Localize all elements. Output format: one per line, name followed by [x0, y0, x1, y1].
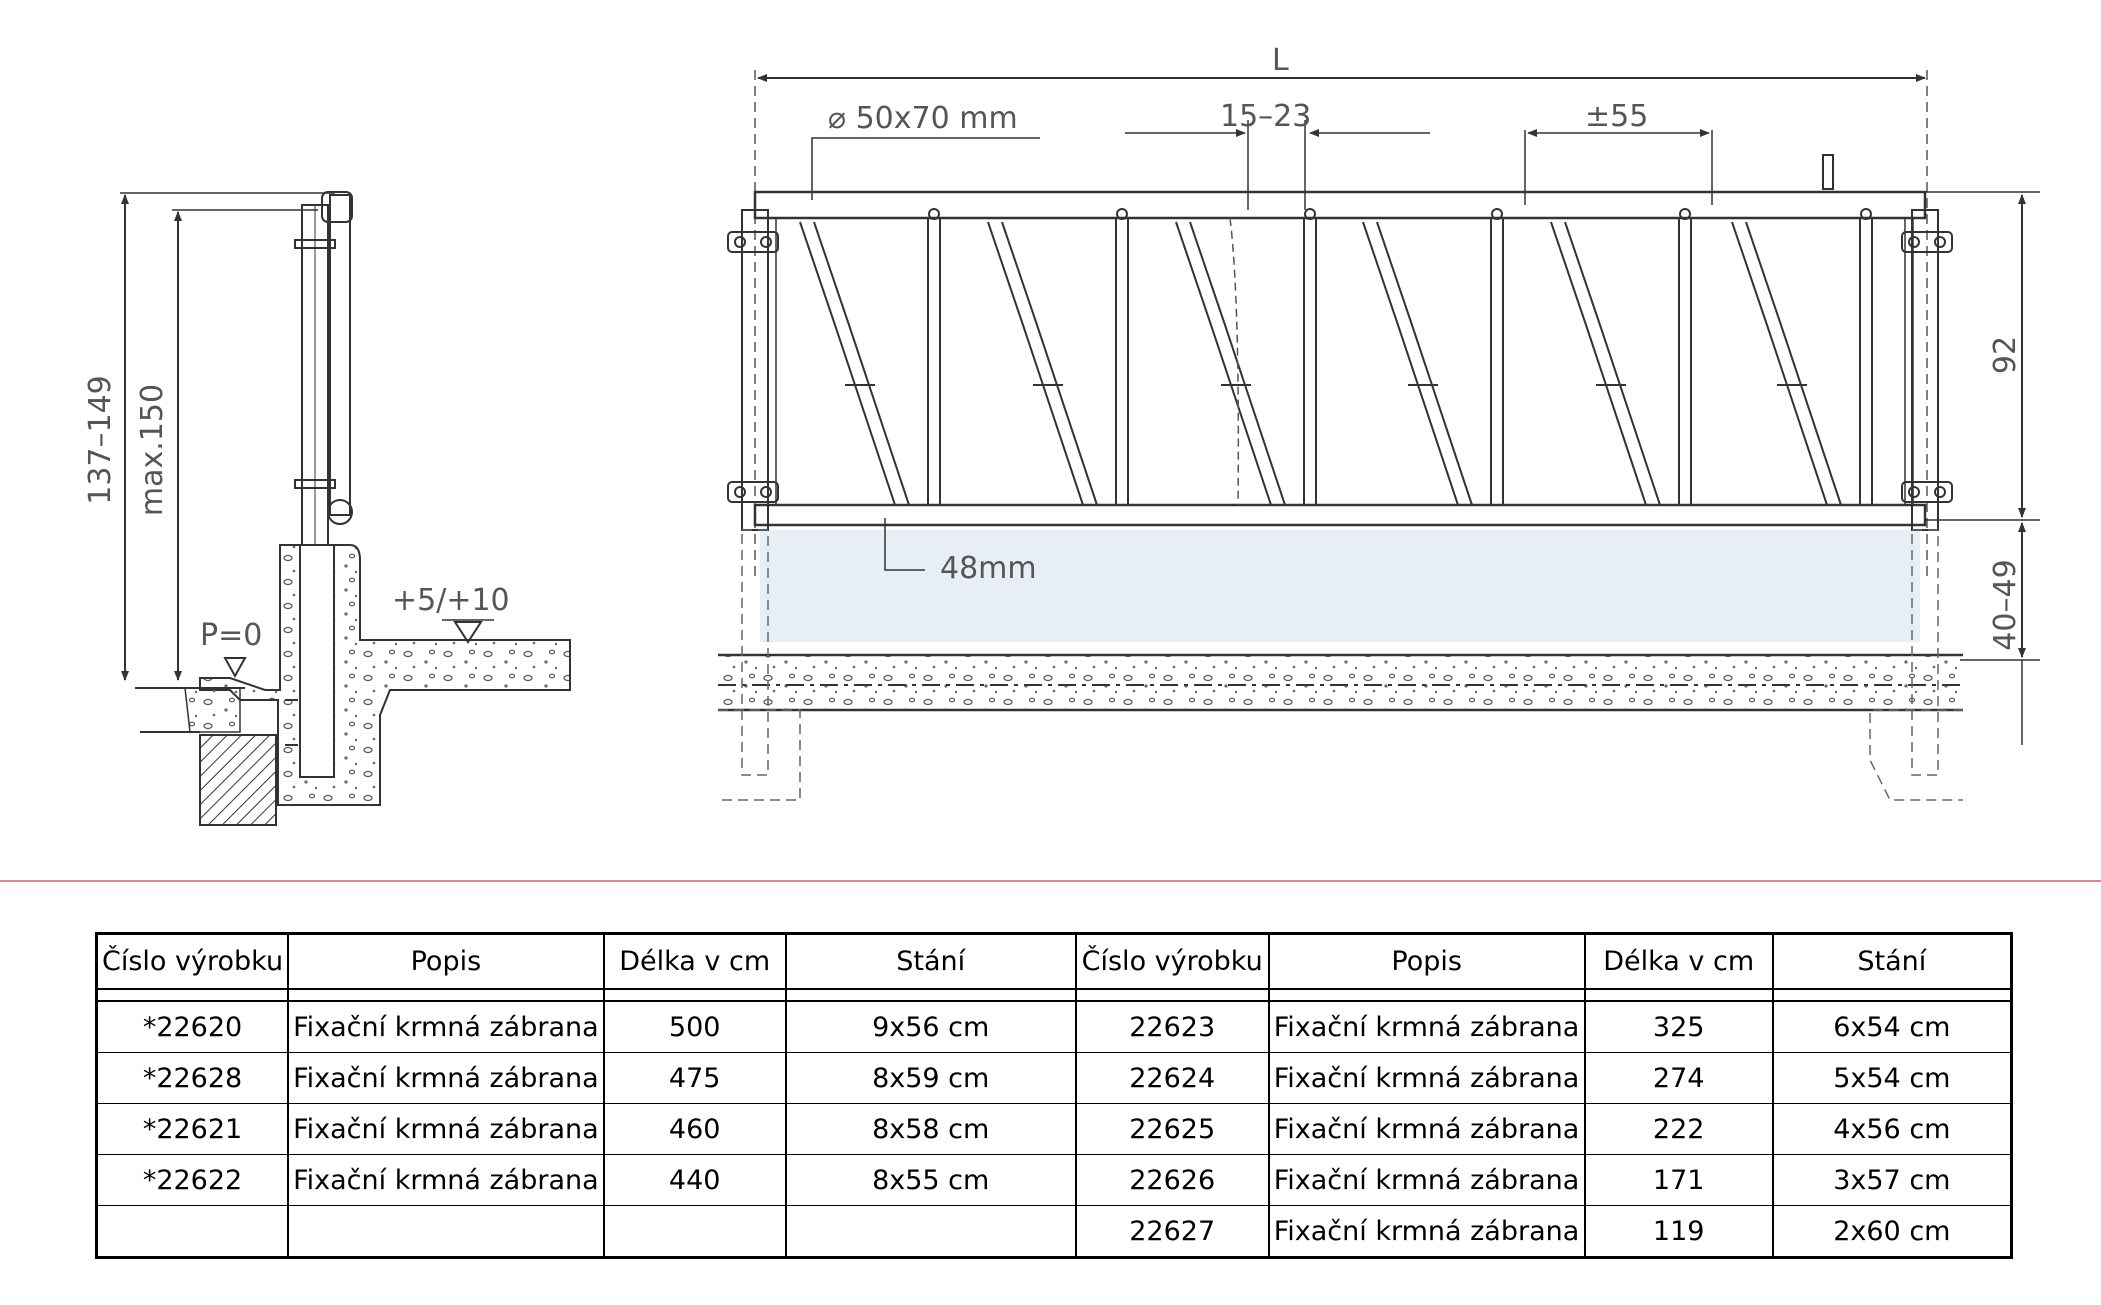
cell-length-2: 171 — [1583, 1154, 1774, 1206]
header-description: Popis — [287, 933, 605, 990]
cell-product-number-2: 22627 — [1074, 1205, 1270, 1258]
bar-label: 48mm — [940, 551, 1037, 586]
height-label: 92 — [1988, 336, 2023, 374]
cell-stalls-2: 6x54 cm — [1771, 1001, 2013, 1053]
level-floor-label: P=0 — [200, 618, 262, 653]
dim-max-label: max.150 — [135, 384, 170, 516]
table-spacer-row — [95, 989, 2013, 1002]
header-product-number-2: Číslo výrobku — [1074, 933, 1270, 990]
header-description-2: Popis — [1267, 933, 1586, 990]
cell-product-number-2: 22626 — [1074, 1154, 1270, 1206]
technical-drawing: 137–149 max.150 P=0 +5/+10 L — [83, 43, 2040, 826]
table-header-row: Číslo výrobku Popis Délka v cm Stání Čís… — [95, 933, 2013, 990]
gap-label: 15–23 — [1220, 99, 1311, 134]
cell-length-2: 119 — [1583, 1205, 1774, 1258]
cell-stalls-2: 3x57 cm — [1771, 1154, 2013, 1206]
product-table: Číslo výrobku Popis Délka v cm Stání Čís… — [95, 932, 2013, 1259]
cell-length: 460 — [602, 1103, 787, 1155]
length-label: L — [1272, 43, 1289, 78]
level-feed-label: +5/+10 — [392, 583, 510, 618]
cell-length: 440 — [602, 1154, 787, 1206]
cell-description — [287, 1205, 605, 1258]
header-product-number: Číslo výrobku — [95, 933, 290, 990]
cell-description: Fixační krmná zábrana — [287, 1103, 605, 1155]
cell-length: 500 — [602, 1001, 787, 1053]
cell-product-number-2: 22623 — [1074, 1001, 1270, 1053]
dim-total-label: 137–149 — [83, 375, 118, 505]
header-stalls: Stání — [784, 933, 1077, 990]
spacing-label: ±55 — [1585, 99, 1648, 134]
cell-description-2: Fixační krmná zábrana — [1267, 1154, 1586, 1206]
cell-product-number: *22621 — [95, 1103, 290, 1155]
table-row: *22620 Fixační krmná zábrana 500 9x56 cm… — [95, 1001, 2013, 1053]
cell-description-2: Fixační krmná zábrana — [1267, 1205, 1586, 1258]
cell-length: 475 — [602, 1052, 787, 1104]
cell-stalls-2: 4x56 cm — [1771, 1103, 2013, 1155]
cell-description: Fixační krmná zábrana — [287, 1001, 605, 1053]
cell-product-number: *22628 — [95, 1052, 290, 1104]
cell-length-2: 222 — [1583, 1103, 1774, 1155]
cell-stalls: 8x59 cm — [784, 1052, 1077, 1104]
cell-stalls: 8x55 cm — [784, 1154, 1077, 1206]
table-row: *22628 Fixační krmná zábrana 475 8x59 cm… — [95, 1052, 2013, 1104]
cell-length — [602, 1205, 787, 1258]
cell-description-2: Fixační krmná zábrana — [1267, 1052, 1586, 1104]
cell-product-number-2: 22624 — [1074, 1052, 1270, 1104]
cell-stalls: 8x58 cm — [784, 1103, 1077, 1155]
cell-description: Fixační krmná zábrana — [287, 1154, 605, 1206]
base-height-label: 40–49 — [1988, 559, 2023, 650]
cell-stalls — [784, 1205, 1077, 1258]
header-length-2: Délka v cm — [1583, 933, 1774, 990]
cell-length-2: 325 — [1583, 1001, 1774, 1053]
front-view: L ⌀ 50x70 mm 15–23 ±55 92 40–49 — [718, 43, 2040, 801]
table-row: 22627 Fixační krmná zábrana 119 2x60 cm — [95, 1205, 2013, 1258]
table-row: *22622 Fixační krmná zábrana 440 8x55 cm… — [95, 1154, 2013, 1206]
cell-length-2: 274 — [1583, 1052, 1774, 1104]
cell-description: Fixační krmná zábrana — [287, 1052, 605, 1104]
cell-stalls-2: 2x60 cm — [1771, 1205, 2013, 1258]
profile-label: ⌀ 50x70 mm — [828, 101, 1018, 136]
cell-stalls: 9x56 cm — [784, 1001, 1077, 1053]
cell-stalls-2: 5x54 cm — [1771, 1052, 2013, 1104]
header-length: Délka v cm — [602, 933, 787, 990]
cell-description-2: Fixační krmná zábrana — [1267, 1001, 1586, 1053]
header-stalls-2: Stání — [1771, 933, 2013, 990]
side-view: 137–149 max.150 P=0 +5/+10 — [83, 191, 571, 826]
table-row: *22621 Fixační krmná zábrana 460 8x58 cm… — [95, 1103, 2013, 1155]
separator-line — [0, 880, 2101, 882]
cell-product-number-2: 22625 — [1074, 1103, 1270, 1155]
cell-product-number: *22622 — [95, 1154, 290, 1206]
cell-product-number — [95, 1205, 290, 1258]
cell-product-number: *22620 — [95, 1001, 290, 1053]
cell-description-2: Fixační krmná zábrana — [1267, 1103, 1586, 1155]
